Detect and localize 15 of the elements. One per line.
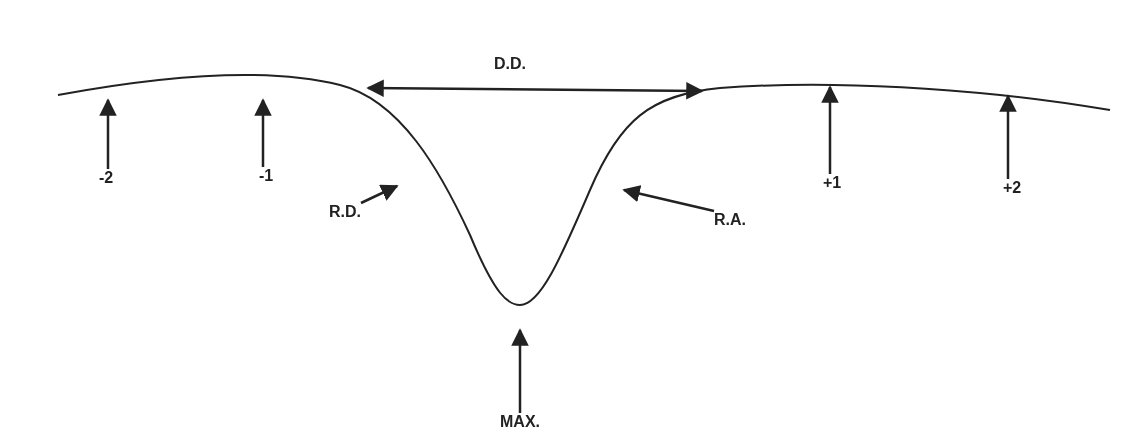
position-label: R.D. (329, 203, 361, 221)
arrow (821, 85, 839, 174)
arrow (999, 94, 1017, 179)
arrow (99, 98, 117, 169)
arrow (254, 98, 272, 167)
position-label: MAX. (500, 413, 540, 431)
position-label: -1 (259, 167, 274, 185)
arrow (511, 328, 529, 413)
position-label: +2 (1003, 179, 1022, 197)
position-label: -2 (99, 169, 114, 187)
position-label: +1 (823, 174, 842, 192)
arrow (360, 184, 399, 205)
arrow (622, 185, 715, 213)
position-label: R.A. (714, 211, 746, 229)
dimension-label: D.D. (494, 55, 526, 73)
